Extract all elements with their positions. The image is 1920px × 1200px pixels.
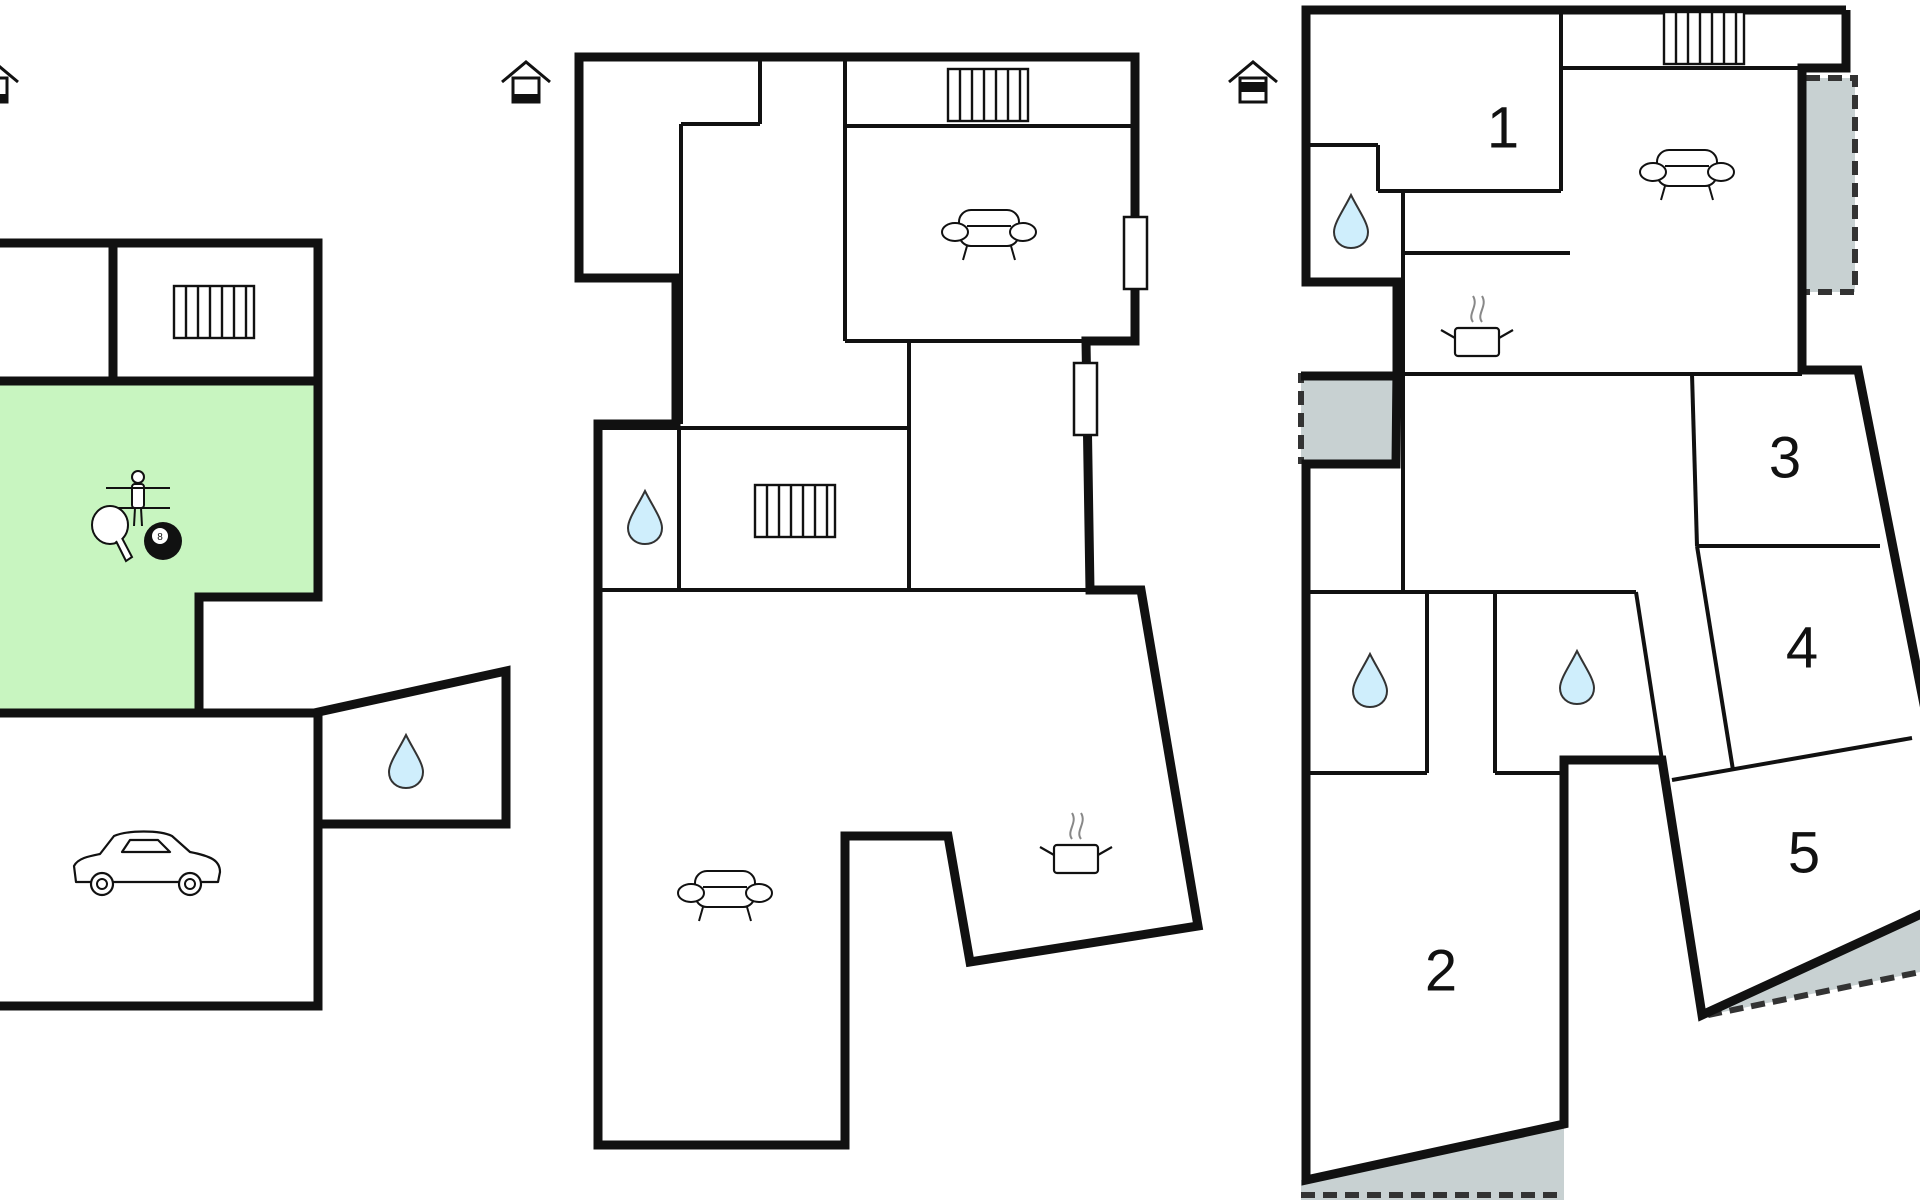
bathroom (313, 665, 511, 829)
stairs-icon (1662, 10, 1746, 66)
cooking-pot-icon (1038, 811, 1114, 875)
stairs-icon (172, 284, 256, 340)
water-drop-icon (1559, 650, 1595, 705)
bedroom-5-number: 5 (1788, 820, 1820, 885)
water-drop-icon (1352, 653, 1388, 708)
billiard-ball-icon: 8 (144, 522, 182, 560)
terrace (1806, 78, 1855, 292)
ground-floor-plan (500, 52, 1204, 1150)
sofa-icon (677, 870, 773, 922)
lower-floor-walls (0, 238, 323, 1011)
house-level-icon (1227, 60, 1279, 104)
sofa-icon (1639, 149, 1735, 201)
window-icon (1072, 361, 1099, 437)
car-icon (72, 830, 222, 897)
window-icon (1122, 215, 1149, 291)
ground-floor-walls (574, 52, 1204, 1150)
upper-floor-plan: 1 2 3 4 5 (1227, 5, 1920, 1200)
stairs-icon (946, 67, 1030, 123)
terrace (1301, 1124, 1564, 1200)
stairs-icon (753, 483, 837, 539)
house-level-icon (500, 60, 552, 104)
upper-floor-walls (1797, 10, 1920, 708)
table-tennis-icon (91, 505, 134, 563)
sofa-icon (941, 209, 1037, 261)
house-level-icon (0, 60, 20, 104)
water-drop-icon (627, 490, 663, 545)
water-drop-icon (1333, 194, 1369, 249)
water-drop-icon (388, 734, 424, 789)
bedroom-3-number: 3 (1769, 425, 1801, 490)
bedroom-1-number: 1 (1487, 95, 1519, 160)
bedroom-4-number: 4 (1786, 615, 1818, 680)
cooking-pot-icon (1439, 294, 1515, 358)
svg-text:8: 8 (157, 532, 163, 543)
lower-floor-plan: 8 (0, 60, 511, 1011)
terrace (1301, 376, 1396, 464)
bedroom-2-number: 2 (1425, 938, 1457, 1003)
